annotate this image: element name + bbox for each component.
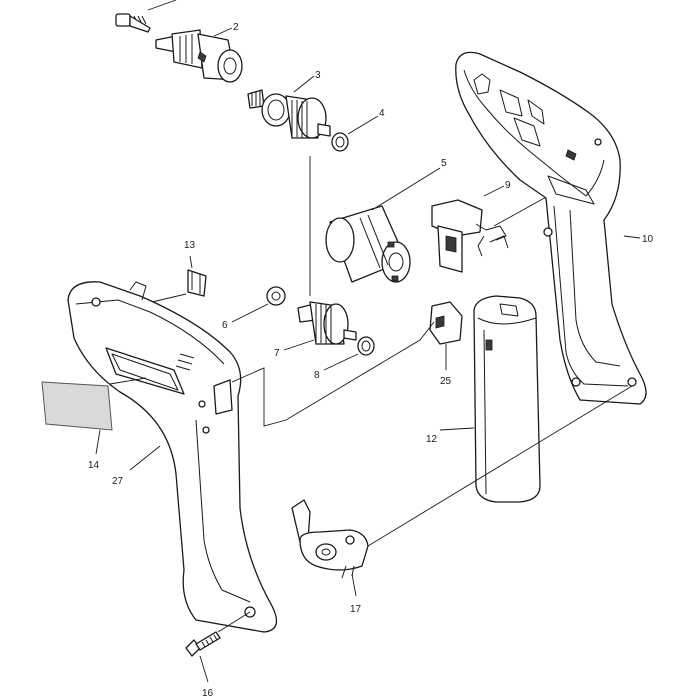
part-bushing-4: [331, 115, 379, 152]
part-switch: [431, 185, 509, 273]
part-motor-bracket: [291, 499, 369, 597]
callout-2: 2: [233, 22, 239, 33]
callout-7: 7: [274, 348, 280, 359]
part-clip: [151, 255, 207, 303]
assembly-line-bracket: [367, 385, 633, 547]
part-terminal: [429, 301, 463, 370]
part-bushing-8: [323, 336, 375, 371]
part-motor: [325, 167, 441, 283]
callout-12: 12: [426, 434, 438, 445]
callout-16: 16: [202, 688, 214, 699]
callout-8: 8: [314, 370, 320, 381]
callout-6: 6: [222, 320, 228, 331]
callout-labels: 2 3 4 5 6 7 8 9 10 12 13 14 16 17 25 27: [88, 22, 654, 699]
part-drill-chuck: [155, 27, 243, 83]
part-label-plate: [41, 377, 147, 455]
part-battery: [439, 295, 541, 503]
part-screw-bottom: [185, 611, 251, 683]
callout-25: 25: [440, 376, 452, 387]
assembly-line-switch: [493, 195, 549, 227]
callout-10: 10: [642, 234, 654, 245]
callout-27: 27: [112, 476, 124, 487]
callout-13: 13: [184, 240, 196, 251]
callout-5: 5: [441, 158, 447, 169]
part-gear-7: [283, 301, 357, 351]
part-bushing-6: [231, 286, 286, 323]
part-gear-assembly: [247, 75, 331, 139]
part-screw-top: [115, 0, 177, 33]
part-housing-right: [455, 51, 647, 405]
callout-4: 4: [379, 108, 385, 119]
assembly-line-housing: [231, 321, 435, 427]
callout-3: 3: [315, 70, 321, 81]
callout-17: 17: [350, 604, 362, 615]
part-housing-left: [67, 281, 278, 633]
callout-14: 14: [88, 460, 100, 471]
callout-9: 9: [505, 180, 511, 191]
